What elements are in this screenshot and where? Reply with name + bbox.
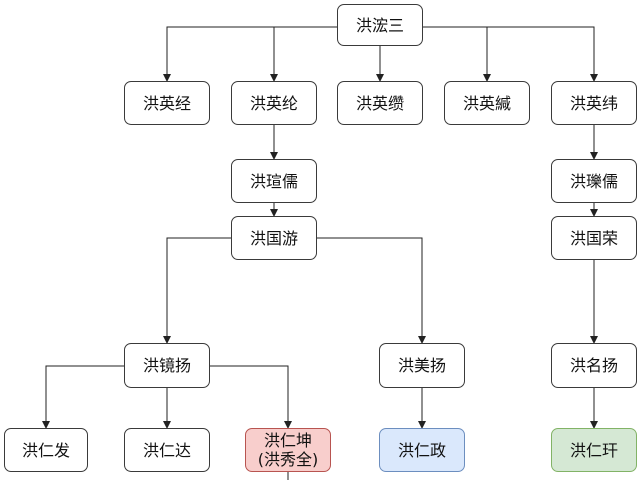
node-root: 洪浤三 [337, 4, 423, 46]
node-xuan-ru: 洪瑄儒 [231, 159, 317, 203]
node-li-ru: 洪瓅儒 [551, 159, 637, 203]
node-mei-yang: 洪美扬 [379, 343, 465, 388]
edge-guo-you-to-jing-yang [163, 237, 231, 344]
edge-root-to-ying-wei [423, 26, 598, 82]
node-ying-jian: 洪英緘 [444, 81, 530, 125]
node-ren-da: 洪仁达 [124, 428, 210, 472]
edge-root-to-ying-lun [270, 26, 337, 82]
edge-root-to-ying-jian [423, 26, 491, 82]
node-ying-jing: 洪英经 [124, 81, 210, 125]
edge-root-to-ying-jing [163, 26, 337, 82]
node-ying-wei: 洪英纬 [551, 81, 637, 125]
node-ming-yang: 洪名扬 [551, 343, 637, 388]
edge-jing-yang-to-ren-fa [42, 365, 124, 429]
node-guo-rong: 洪国荣 [551, 216, 637, 260]
node-ren-zheng: 洪仁政 [379, 428, 465, 472]
node-ren-kun: 洪仁坤 (洪秀全) [245, 428, 331, 472]
node-jing-yang: 洪镜扬 [124, 343, 210, 388]
edge-jing-yang-to-ren-kun [210, 365, 292, 429]
node-ren-fa: 洪仁发 [4, 428, 88, 472]
node-guo-you: 洪国游 [231, 216, 317, 260]
edge-guo-you-to-mei-yang [317, 237, 426, 344]
node-ying-lun: 洪英纶 [231, 81, 317, 125]
node-ren-gan: 洪仁玕 [551, 428, 637, 472]
node-ying-zuan: 洪英缵 [337, 81, 423, 125]
